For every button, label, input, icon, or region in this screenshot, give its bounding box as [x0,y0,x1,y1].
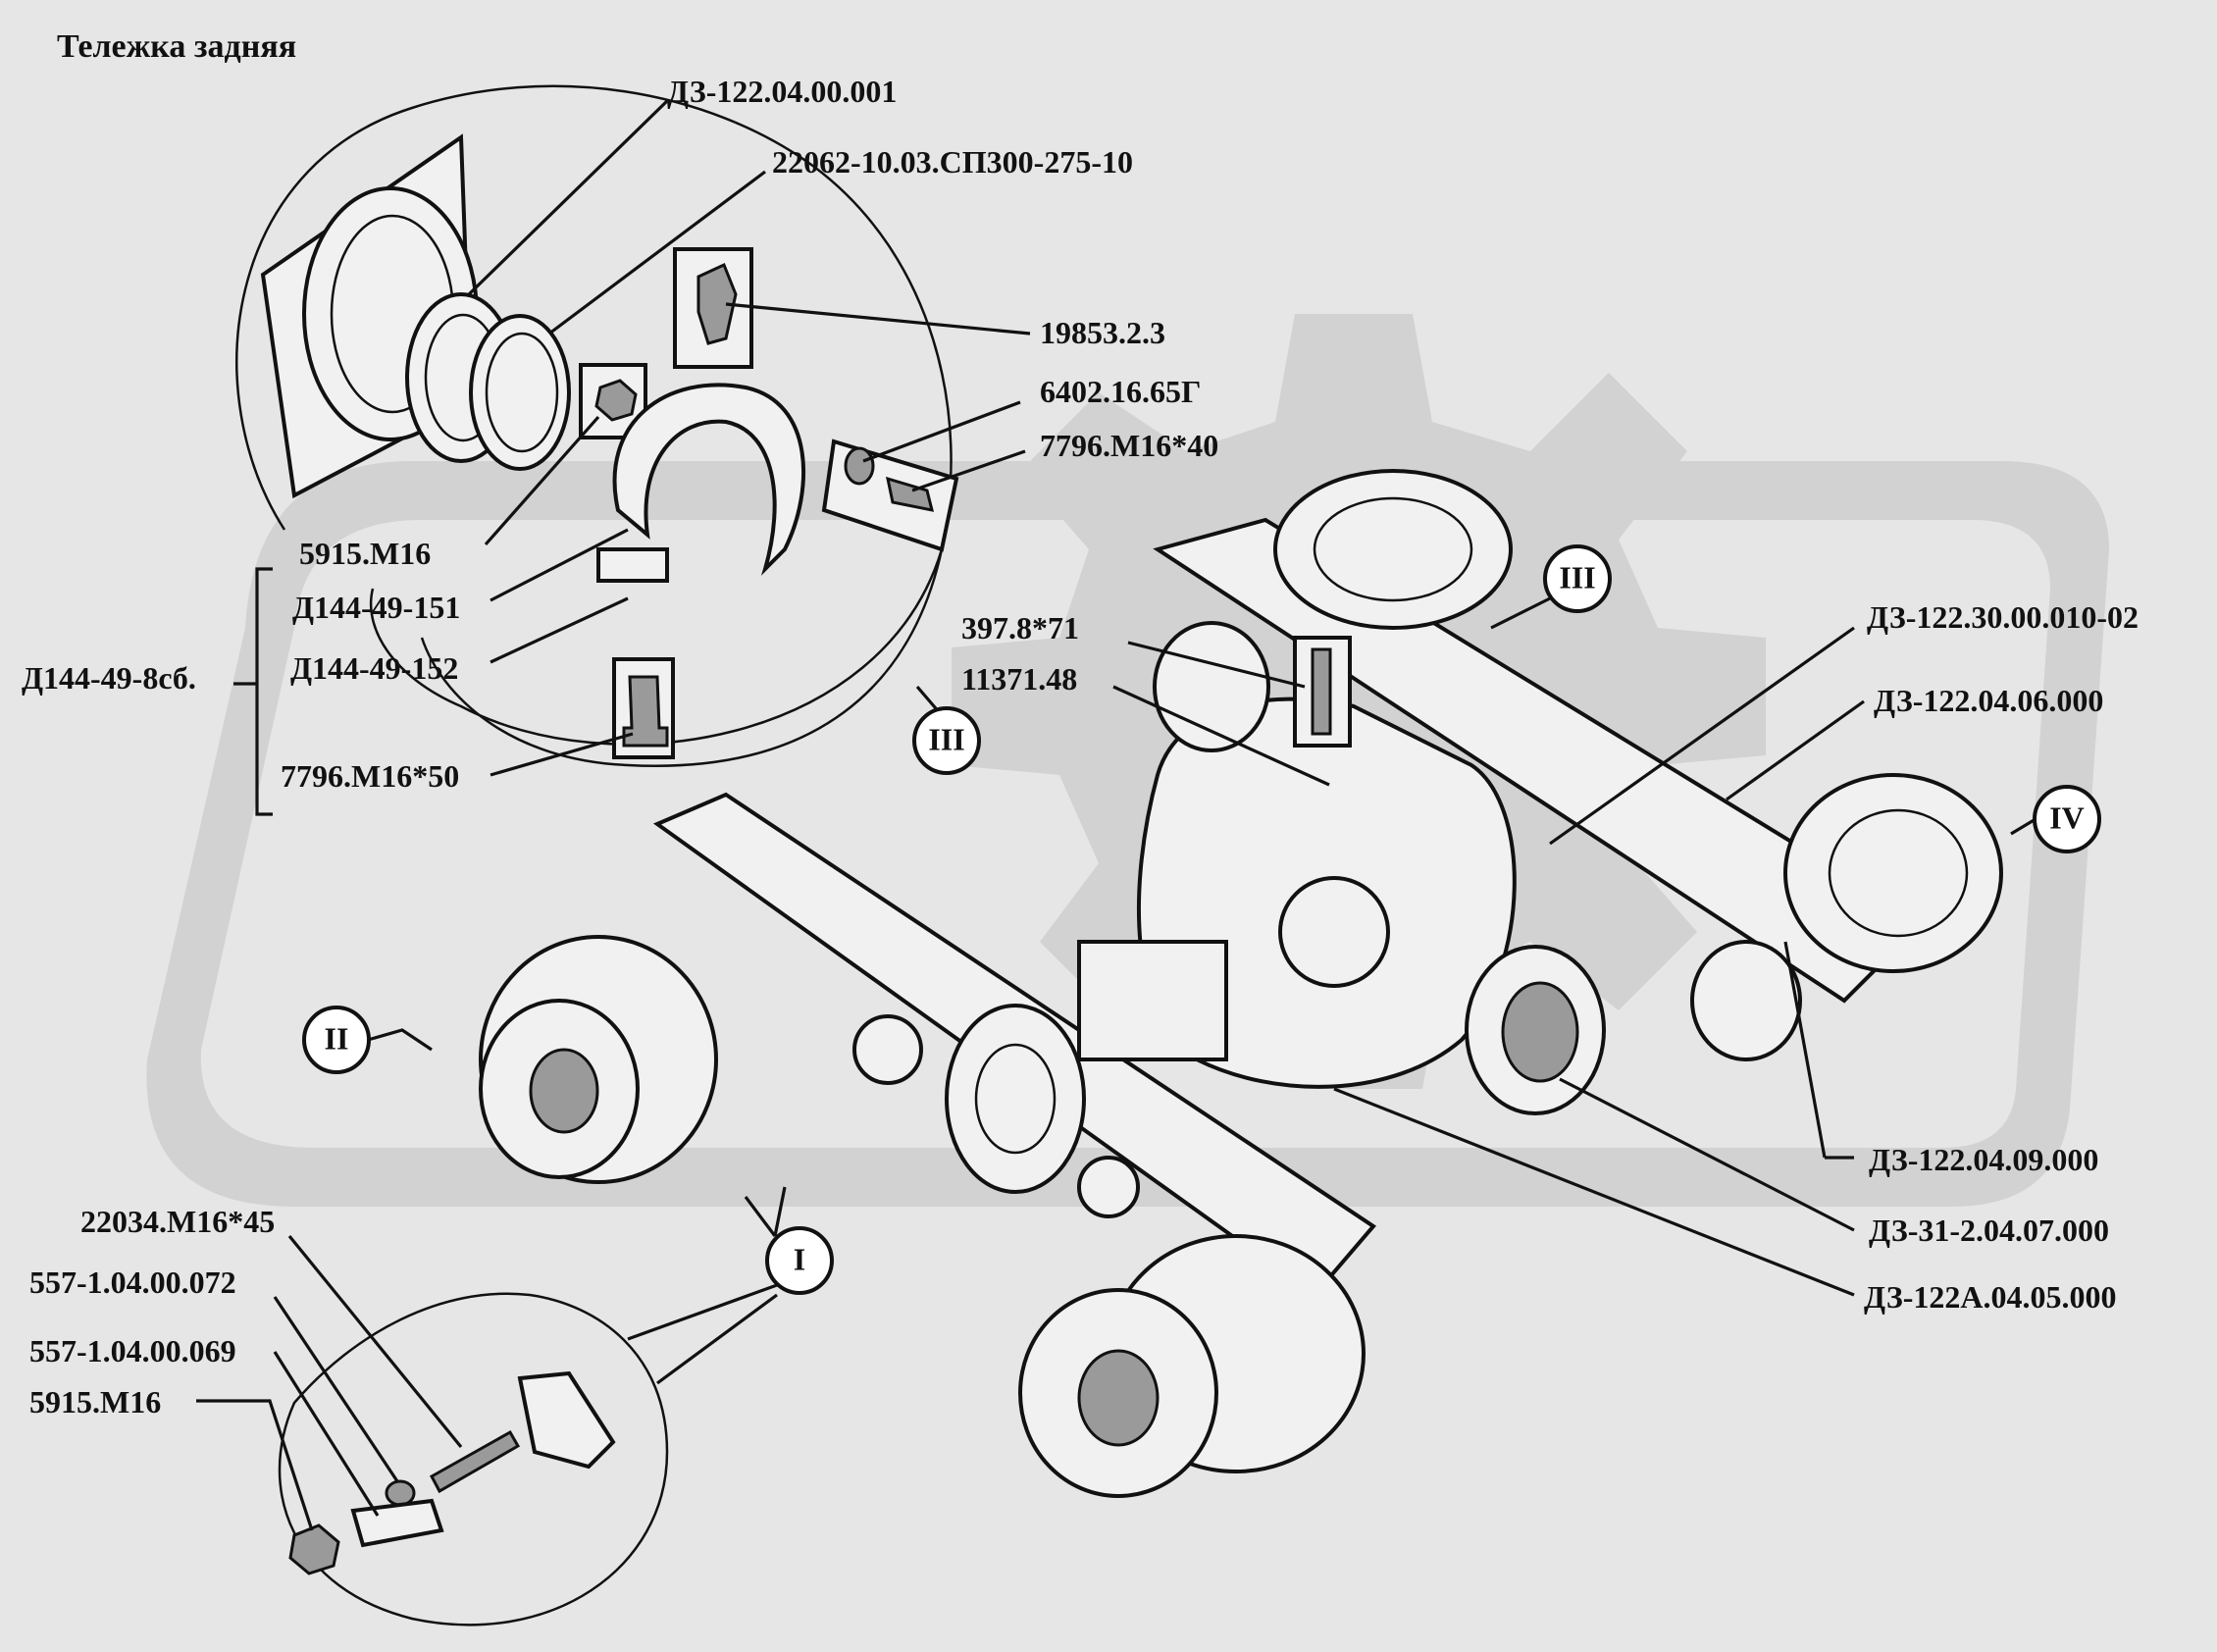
leader-5915-bottom [196,1399,314,1531]
left-hub-bore [529,1048,599,1134]
label-557-1-04-00-072: 557-1.04.00.072 [29,1265,236,1300]
leader-397 [1127,641,1306,689]
right-wheel-hub-iv-inner [1828,808,1969,938]
leader-6402 [862,400,1021,463]
callout-iii-right: III [1559,559,1595,594]
leader-19853 [725,302,1031,336]
clamp-bracket-d144-49-152 [596,547,669,583]
lower-hub-bore [1077,1349,1160,1447]
label-11371: 11371.48 [961,661,1077,697]
label-d3-122a-04-05-000: ДЗ-122А.04.05.000 [1864,1279,2116,1315]
leader-22034 [287,1234,463,1449]
leader-lines [196,99,2037,1531]
label-7796-m16-40: 7796.М16*40 [1040,428,1218,463]
right-hub-end-cap [1690,940,1802,1061]
leader-i-down-b [656,1293,778,1385]
detail-view-i [278,1292,669,1626]
plate-557-1-04-00-069 [350,1498,444,1548]
seal-ring-inner [485,332,559,453]
label-d3-122-30-00-010-02: ДЗ-122.30.00.010-02 [1867,599,2139,635]
leader-557-069 [273,1351,380,1517]
housing-inspection-cover [1278,876,1390,988]
label-557-1-04-00-069: 557-1.04.00.069 [29,1333,236,1368]
output-flange-bore [1501,981,1579,1083]
clamp-ring-d144-49-151 [612,383,805,576]
bolt-22034-m16-45 [429,1429,521,1494]
leader-i-up-a [773,1186,787,1237]
leader-d3-30-010-02 [1549,626,1855,846]
upper-rear-hub [1273,469,1513,630]
callout-iv: IV [2049,800,2085,835]
leader-557-072 [273,1296,399,1482]
leader-ii [367,1028,433,1052]
group-bracket-d144 [255,567,273,816]
label-22062: 22062-10.03.СП300-275-10 [772,144,1133,180]
lock-plate-22034 [517,1370,616,1470]
leader-i-up-b [744,1196,777,1237]
callout-circles: III III IV II I [302,544,2101,1295]
page-title: Тележка задняя [57,28,296,65]
callout-circle-iii-right [1543,544,1612,613]
label-d144-49-152: Д144-49-152 [290,650,458,686]
detail-iii-outline [235,84,953,767]
leader-d144-151 [490,528,629,602]
label-5915-top: 5915.М16 [299,536,431,571]
nut-5915-m16 [594,379,638,422]
leader-5915-top [484,415,600,546]
right-wheel-hub-iv [1783,773,2003,973]
label-397: 397.8*71 [961,610,1079,645]
leader-22062 [548,170,766,336]
leader-11371 [1112,685,1330,787]
label-d3-122-04-06-000: ДЗ-122.04.06.000 [1874,683,2103,718]
detail-iii-lower-arc [369,548,944,746]
label-19853: 19853.2.3 [1040,315,1165,350]
leader-d3-122a-05-000 [1333,1087,1855,1297]
beam-center-disc [945,1004,1086,1194]
callout-ii: II [325,1020,349,1056]
label-d144-49-151: Д144-49-151 [292,590,460,625]
callout-circle-i [765,1226,834,1295]
leader-d144-152 [490,596,629,664]
label-d3-122-04-09-000: ДЗ-122.04.09.000 [1869,1142,2098,1177]
leader-d3-09-000b [1783,941,1827,1159]
leader-7796-m16-40 [911,449,1026,492]
small-cover-mid [1077,1156,1140,1218]
leader-iv [2010,817,2037,836]
callout-i: I [794,1241,805,1276]
detail-view-iii [235,84,959,767]
leader-d3-31-07-000 [1559,1077,1855,1232]
rear-bogie-assembly [479,469,2003,1498]
leader-d3-122-04-00-001 [467,99,669,296]
beam-center-disc-inner [974,1043,1057,1155]
watermark-frame [146,461,2110,1207]
leader-iii-right-a [1490,596,1551,630]
axle-tube-d3-122a-04-05-000 [1077,940,1228,1061]
leader-7796-m16-50 [490,732,634,777]
leader-i-down-a [627,1283,778,1341]
small-cover-left [852,1014,923,1085]
bolt-7796-m16-40 [886,476,935,512]
washer-6402 [844,446,875,486]
nut-5915-m16-bottom [288,1523,340,1575]
callout-iii-top: III [928,721,964,756]
leader-d3-06-000 [1726,699,1865,801]
callout-circle-iii-top [912,706,981,775]
part-labels: ДЗ-122.04.00.001 22062-10.03.СП300-275-1… [22,74,2139,1420]
washer-557-1-04-00-072 [385,1479,416,1507]
callout-circle-iv [2033,785,2101,853]
label-7796-m16-50: 7796.М16*50 [281,758,459,794]
label-22034: 22034.М16*45 [80,1204,275,1239]
label-d3-31-2-04-07-000: ДЗ-31-2.04.07.000 [1869,1213,2109,1248]
callout-circle-ii [302,1006,371,1074]
grease-nipple-19853 [696,262,738,345]
label-d144-49-8sb: Д144-49-8сб. [22,660,196,696]
pin-397-8-71 [1311,647,1332,736]
upper-rear-hub-inner [1313,496,1473,602]
label-d3-122-04-00-001: ДЗ-122.04.00.001 [667,74,897,109]
bolt-7796-m16-50 [622,675,669,748]
label-5915-bottom: 5915.М16 [29,1384,161,1420]
label-6402: 6402.16.65Г [1040,374,1201,409]
